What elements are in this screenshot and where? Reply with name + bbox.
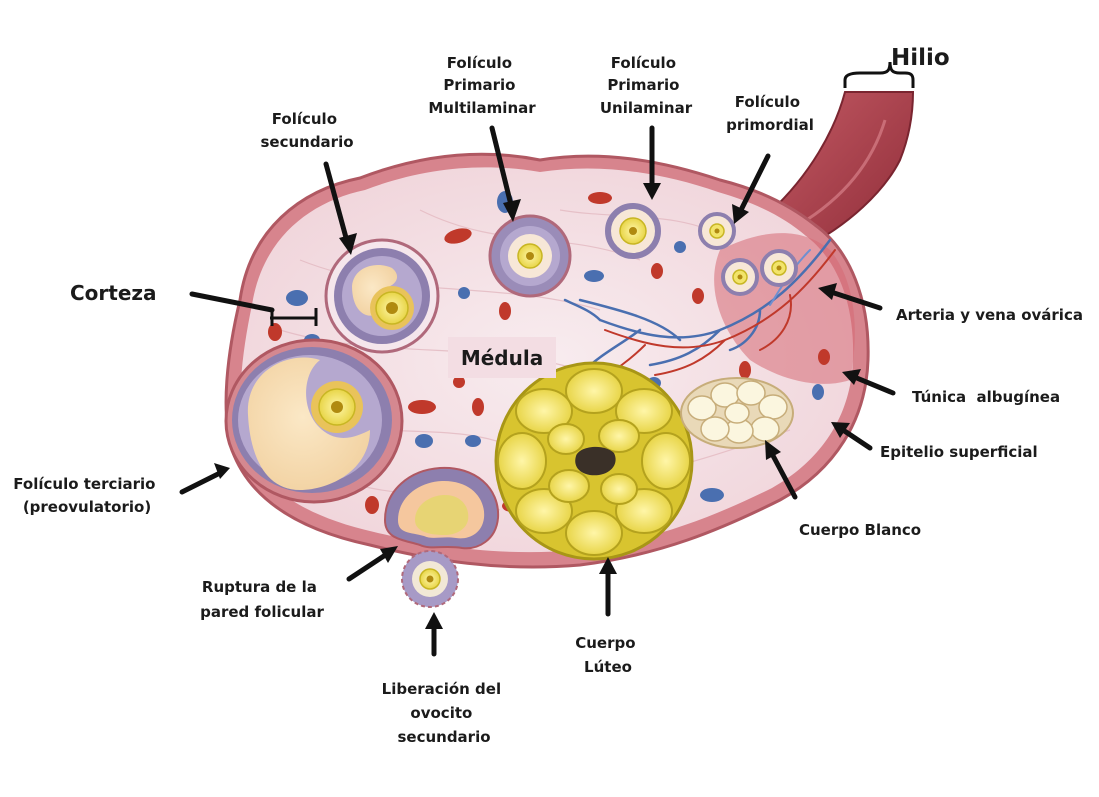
label-secundario: Folículo secundario xyxy=(260,110,353,151)
primary-multilaminar-follicle xyxy=(490,216,570,296)
label-arteria-vena: Arteria y vena ovárica xyxy=(896,306,1083,324)
label-terciario: Folículo terciario (preovulatorio) xyxy=(13,475,160,516)
label-corteza: Corteza xyxy=(70,281,157,305)
label-medula: Médula xyxy=(461,346,543,370)
label-primario-unilaminar: Folículo Primario Unilaminar xyxy=(600,54,693,117)
primary-unilaminar-follicle xyxy=(608,206,658,256)
label-liberacion: Liberación del ovocito secundario xyxy=(382,680,507,746)
label-hilio: Hilio xyxy=(891,45,950,71)
label-ruptura: Ruptura de la pared folicular xyxy=(200,578,324,621)
corpus-luteum xyxy=(496,363,692,559)
label-primordial: Folículo primordial xyxy=(726,93,814,134)
corpus-albicans xyxy=(681,378,793,448)
label-tunica: Túnica albugínea xyxy=(912,388,1060,406)
label-epitelio: Epitelio superficial xyxy=(880,443,1038,461)
label-primario-multilaminar: Folículo Primario Multilaminar xyxy=(428,54,536,117)
label-cuerpo-blanco: Cuerpo Blanco xyxy=(799,521,921,539)
secondary-follicle xyxy=(326,240,438,352)
released-oocyte xyxy=(402,551,458,607)
tertiary-follicle xyxy=(226,340,402,502)
label-cuerpo-luteo: Cuerpo Lúteo xyxy=(575,634,641,676)
